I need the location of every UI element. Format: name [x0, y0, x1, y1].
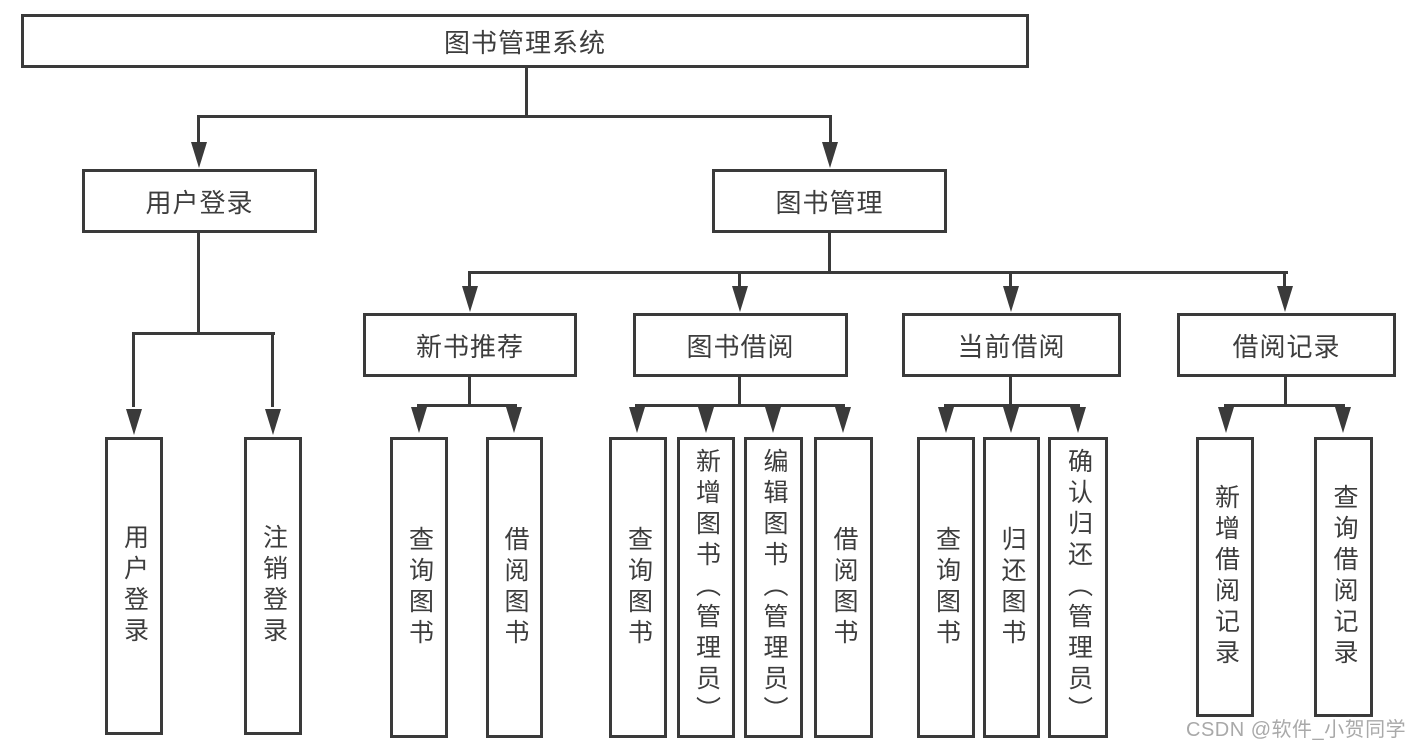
connector-level2-horizontal — [197, 115, 832, 118]
node-book-borrow-label: 图书借阅 — [686, 331, 795, 362]
arrow-down-icon — [765, 407, 781, 433]
connector-group1-stem — [468, 377, 471, 406]
connector-group4-horizontal — [1224, 404, 1345, 407]
watermark-label: CSDN @软件_小贺同学 — [1186, 719, 1405, 741]
watermark: CSDN @软件_小贺同学 — [1186, 713, 1405, 742]
connector-group2-stem — [738, 377, 741, 406]
arrow-down-icon — [1335, 407, 1351, 433]
arrow-down-icon — [938, 407, 954, 433]
connector-book-mgmt-drop — [829, 118, 832, 143]
leaf-label: 查询图书 — [624, 525, 653, 650]
arrow-down-icon — [126, 409, 142, 435]
connector-group2-drop — [738, 274, 741, 287]
node-add-book-admin: 新增图书（管理员） — [677, 437, 735, 738]
leaf-label: 确认归还（管理员） — [1064, 448, 1093, 727]
leaf-label: 查询借阅记录 — [1330, 484, 1358, 670]
arrow-down-icon — [506, 407, 522, 433]
leaf-label: 注销登录 — [259, 524, 288, 648]
node-confirm-return-admin: 确认归还（管理员） — [1048, 437, 1108, 738]
arrow-down-icon — [462, 286, 478, 312]
leaf-label: 新增借阅记录 — [1211, 484, 1240, 670]
connector-group1-drop — [468, 274, 471, 287]
node-borrow-records-label: 借阅记录 — [1232, 331, 1341, 362]
connector-user-stem — [197, 233, 200, 333]
node-book-borrow: 图书借阅 — [633, 313, 848, 377]
leaf-label: 用户登录 — [120, 524, 149, 648]
leaf-label: 借阅图书 — [830, 525, 858, 650]
node-edit-book-admin: 编辑图书（管理员） — [744, 437, 803, 738]
connector-group2-horizontal — [635, 404, 845, 407]
node-borrow-books-recommend: 借阅图书 — [486, 437, 543, 738]
leaf-label: 归还图书 — [998, 525, 1026, 650]
arrow-down-icon — [1003, 407, 1019, 433]
leaf-label: 编辑图书（管理员） — [760, 448, 788, 727]
leaf-label: 查询图书 — [405, 525, 434, 650]
node-new-book-recommend-label: 新书推荐 — [415, 331, 524, 362]
connector-group3-drop — [1009, 274, 1012, 287]
arrow-down-icon — [1003, 286, 1019, 312]
connector-user-child2-drop — [271, 335, 274, 407]
node-logout: 注销登录 — [244, 437, 302, 735]
node-borrow-books-leaf: 借阅图书 — [814, 437, 873, 738]
arrow-down-icon — [1070, 407, 1086, 433]
connector-group1-horizontal — [417, 404, 517, 407]
arrow-down-icon — [732, 286, 748, 312]
node-user-login-leaf: 用户登录 — [105, 437, 163, 735]
arrow-down-icon — [629, 407, 645, 433]
node-query-books-recommend: 查询图书 — [390, 437, 448, 738]
node-return-book: 归还图书 — [983, 437, 1040, 738]
arrow-down-icon — [1218, 407, 1234, 433]
leaf-label: 查询图书 — [932, 525, 961, 650]
arrow-down-icon — [411, 407, 427, 433]
connector-group4-stem — [1284, 377, 1287, 406]
connector-mgmt-horizontal — [468, 271, 1288, 274]
arrow-down-icon — [265, 409, 281, 435]
node-query-borrow-record: 查询借阅记录 — [1314, 437, 1373, 717]
connector-group3-stem — [1009, 377, 1012, 406]
connector-group4-drop — [1283, 274, 1286, 287]
connector-user-child1-drop — [132, 335, 135, 407]
node-user-login-label: 用户登录 — [145, 187, 254, 218]
connector-group3-horizontal — [944, 404, 1080, 407]
arrow-down-icon — [822, 142, 838, 168]
arrow-down-icon — [835, 407, 851, 433]
node-query-books-borrow: 查询图书 — [609, 437, 667, 738]
leaf-label: 借阅图书 — [501, 525, 529, 650]
arrow-down-icon — [1277, 286, 1293, 312]
connector-root-stem — [525, 68, 528, 118]
node-current-borrow-label: 当前借阅 — [957, 331, 1066, 362]
node-query-books-current: 查询图书 — [917, 437, 975, 738]
connector-user-login-drop — [197, 118, 200, 143]
node-book-management-label: 图书管理 — [775, 187, 884, 218]
node-borrow-records: 借阅记录 — [1177, 313, 1396, 377]
node-book-management: 图书管理 — [712, 169, 947, 233]
node-root-label: 图书管理系统 — [443, 27, 606, 58]
arrow-down-icon — [698, 407, 714, 433]
leaf-label: 新增图书（管理员） — [692, 448, 721, 727]
node-new-book-recommend: 新书推荐 — [363, 313, 577, 377]
node-current-borrow: 当前借阅 — [902, 313, 1121, 377]
node-user-login: 用户登录 — [82, 169, 317, 233]
node-add-borrow-record: 新增借阅记录 — [1196, 437, 1254, 717]
connector-user-horizontal — [132, 332, 275, 335]
connector-mgmt-stem — [828, 233, 831, 272]
arrow-down-icon — [191, 142, 207, 168]
node-root: 图书管理系统 — [21, 14, 1029, 68]
